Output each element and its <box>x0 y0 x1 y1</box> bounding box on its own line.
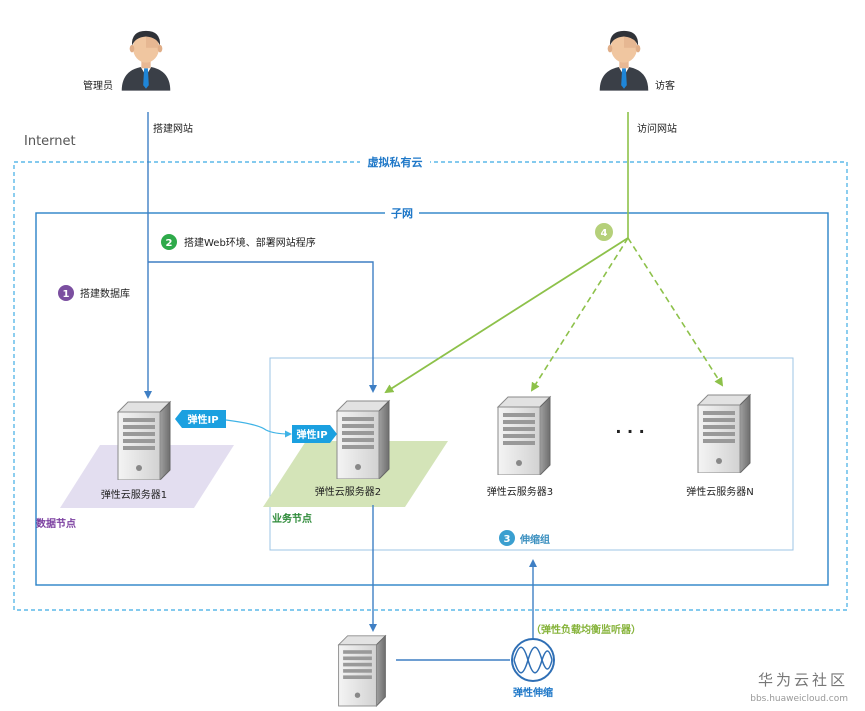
server-2-label: 弹性云服务器2 <box>315 485 381 498</box>
business-node-label: 业务节点 <box>272 512 312 525</box>
admin-to-server2-line <box>148 261 377 393</box>
subnet-label: 子网 <box>391 207 413 220</box>
eip-connector-line <box>225 419 292 438</box>
step-2-label: 搭建Web环境、部署网站程序 <box>184 236 316 249</box>
scaling-group-label: 伸缩组 <box>519 533 550 546</box>
scaling-group-boundary <box>269 357 794 551</box>
vpc-label: 虚拟私有云 <box>368 155 423 169</box>
step-1-label: 搭建数据库 <box>80 287 130 300</box>
step-3-badge <box>499 530 515 546</box>
internet-label: Internet <box>24 134 76 149</box>
step-4-number: 4 <box>601 228 608 239</box>
eip-tag-server1-label: 弹性IP <box>187 413 218 426</box>
vpc-label-bg <box>360 155 430 169</box>
autoscaling-wave-1 <box>513 646 553 674</box>
admin-label: 管理员 <box>83 79 113 92</box>
step-3-number: 3 <box>504 534 511 545</box>
step-2-badge <box>161 234 177 250</box>
visitor-to-server2-line <box>384 237 629 394</box>
vpc-boundary <box>13 161 848 611</box>
autoscaling-label: 弹性伸缩 <box>513 686 553 699</box>
visitor-person-icon <box>599 30 649 91</box>
eip-tag-server2 <box>292 425 337 443</box>
visitor-to-server3-line <box>530 237 629 392</box>
data-node-label: 数据节点 <box>36 517 76 530</box>
eip-tag-server2-label: 弹性IP <box>296 428 327 441</box>
server-n-label: 弹性云服务器N <box>686 485 753 498</box>
image-server-icon <box>338 635 386 707</box>
visitor-to-serverN-line <box>627 237 724 387</box>
watermark-url: bbs.huaweicloud.com <box>750 694 848 704</box>
visitor-label: 访客 <box>655 79 675 92</box>
subnet-label-bg <box>385 206 419 220</box>
admin-person-icon <box>121 30 171 91</box>
ellipsis: · · · <box>615 422 644 441</box>
step-4-badge <box>595 223 613 241</box>
visitor-action-label: 访问网站 <box>637 122 677 135</box>
listener-label: （弹性负载均衡监听器） <box>531 623 641 636</box>
watermark-name: 华为云社区 <box>758 671 848 689</box>
server-3-icon <box>497 396 551 475</box>
server-1-label: 弹性云服务器1 <box>101 488 167 501</box>
step-1-badge <box>58 285 74 301</box>
step-1-number: 1 <box>63 289 70 300</box>
eip-tag-server1 <box>175 410 226 428</box>
server-3-label: 弹性云服务器3 <box>487 485 553 498</box>
server-2-icon <box>336 400 390 479</box>
server-n-icon <box>697 394 751 473</box>
admin-action-label: 搭建网站 <box>153 122 193 135</box>
autoscaling-icon <box>511 638 555 682</box>
step-2-number: 2 <box>166 238 173 249</box>
subnet-boundary <box>35 212 829 586</box>
server-1-icon <box>117 401 171 480</box>
autoscaling-wave-2 <box>513 646 553 674</box>
